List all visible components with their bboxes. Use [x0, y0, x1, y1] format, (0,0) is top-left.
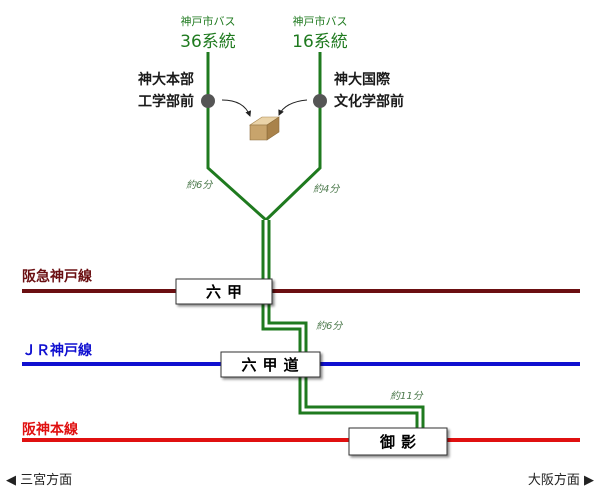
travel-time-left: 約6分	[186, 179, 213, 191]
bus-stop-engineering: 神大本部 工学部前	[138, 71, 215, 110]
travel-time-rokko-rokkomichi: 約6分	[316, 320, 343, 332]
bus-route-number: 16系統	[292, 32, 348, 52]
station-rokko: 六甲	[175, 278, 273, 305]
direction-osaka: 大阪方面 ▶	[528, 472, 594, 488]
rail-line-hanshin: 阪神本線	[22, 421, 580, 442]
line-label-jr: ＪＲ神戸線	[22, 342, 92, 359]
station-name: 六甲	[206, 283, 248, 301]
bus-route-16: 神戸市バス 16系統	[292, 14, 348, 52]
bus-stop-name-line1: 神大国際	[334, 71, 391, 88]
station-name: 御影	[379, 433, 422, 451]
line-label-hanshin: 阪神本線	[22, 421, 78, 438]
rail-line-hankyu: 阪急神戸線	[22, 268, 580, 293]
box-icon	[249, 116, 280, 141]
travel-time-right: 約4分	[313, 183, 340, 195]
bus-stop-name-line1: 神大本部	[138, 71, 194, 88]
direction-sannomiya: ◀ 三宮方面	[6, 472, 72, 488]
bus-route-number: 36系統	[180, 32, 236, 52]
station-name: 六甲道	[241, 356, 304, 374]
travel-time-rokkomichi-mikage: 約11分	[390, 390, 424, 402]
bus-stop-dot	[313, 94, 327, 108]
bus-operator-label: 神戸市バス	[181, 14, 236, 28]
bus-stop-name-line2: 工学部前	[138, 93, 194, 110]
bus-operator-label: 神戸市バス	[293, 14, 348, 28]
bus-stop-name-line2: 文化学部前	[334, 93, 404, 110]
bus-route-36: 神戸市バス 36系統	[180, 14, 236, 52]
line-label-hankyu: 阪急神戸線	[22, 268, 92, 285]
station-mikage: 御影	[348, 427, 448, 456]
arrow-icon	[221, 99, 308, 117]
bus-stop-dot	[201, 94, 215, 108]
bus-stop-intercultural: 神大国際 文化学部前	[313, 71, 404, 110]
station-rokkomichi: 六甲道	[220, 351, 321, 378]
